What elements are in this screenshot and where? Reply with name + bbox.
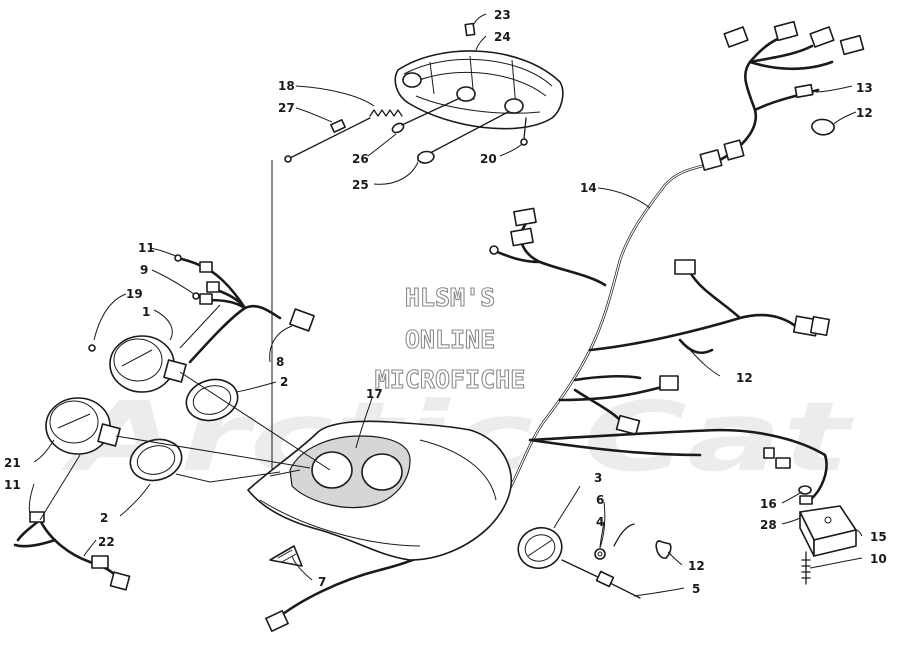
callout-22: 22 [98, 535, 115, 549]
callout-6: 6 [596, 493, 604, 507]
callout-4: 4 [596, 515, 604, 529]
gauge-wiring [13, 254, 315, 591]
watermark-line-3: MICROFICHE [375, 365, 526, 394]
callout-16: 16 [760, 497, 777, 511]
headlight-assembly [284, 22, 564, 164]
watermark-line-1: HLSM'S [405, 283, 495, 312]
callout-2-upper: 2 [280, 375, 288, 389]
callout-26: 26 [352, 152, 369, 166]
callout-21: 21 [4, 456, 21, 470]
callout-17: 17 [366, 387, 383, 401]
callout-23: 23 [494, 8, 511, 22]
gauge-2-tachometer [45, 397, 121, 455]
dash-panel [247, 420, 513, 567]
watermark: HLSM'S ONLINE MICROFICHE [374, 282, 526, 394]
callout-12-top: 12 [856, 106, 873, 120]
callout-13: 13 [856, 81, 873, 95]
callout-9: 9 [140, 263, 148, 277]
callout-labels: 23 24 18 27 26 25 20 13 12 14 11 9 19 1 … [4, 8, 887, 596]
callout-19: 19 [126, 287, 143, 301]
callout-1: 1 [142, 305, 150, 319]
callout-12-bottom: 12 [688, 559, 705, 573]
callout-20: 20 [480, 152, 497, 166]
callout-28: 28 [760, 518, 777, 532]
callout-8: 8 [276, 355, 284, 369]
callout-27: 27 [278, 101, 295, 115]
callout-14: 14 [580, 181, 597, 195]
callout-25: 25 [352, 178, 369, 192]
watermark-line-2: ONLINE [405, 325, 495, 354]
callout-5: 5 [692, 582, 700, 596]
callout-10: 10 [870, 552, 887, 566]
callout-18: 18 [278, 79, 295, 93]
leader-lines [28, 13, 863, 597]
gauge-bezel-rings [129, 378, 239, 482]
main-wiring-harness [265, 20, 865, 632]
speedometer-drive [517, 523, 672, 599]
callout-11-top: 11 [138, 241, 155, 255]
callout-7: 7 [318, 575, 326, 589]
callout-11-bottom: 11 [4, 478, 21, 492]
callout-15: 15 [870, 530, 887, 544]
callout-2-lower: 2 [100, 511, 108, 525]
callout-3: 3 [594, 471, 602, 485]
callout-24: 24 [494, 30, 511, 44]
voltage-regulator [798, 485, 857, 585]
gauge-1-speedometer [88, 335, 187, 393]
callout-12-mid: 12 [736, 371, 753, 385]
